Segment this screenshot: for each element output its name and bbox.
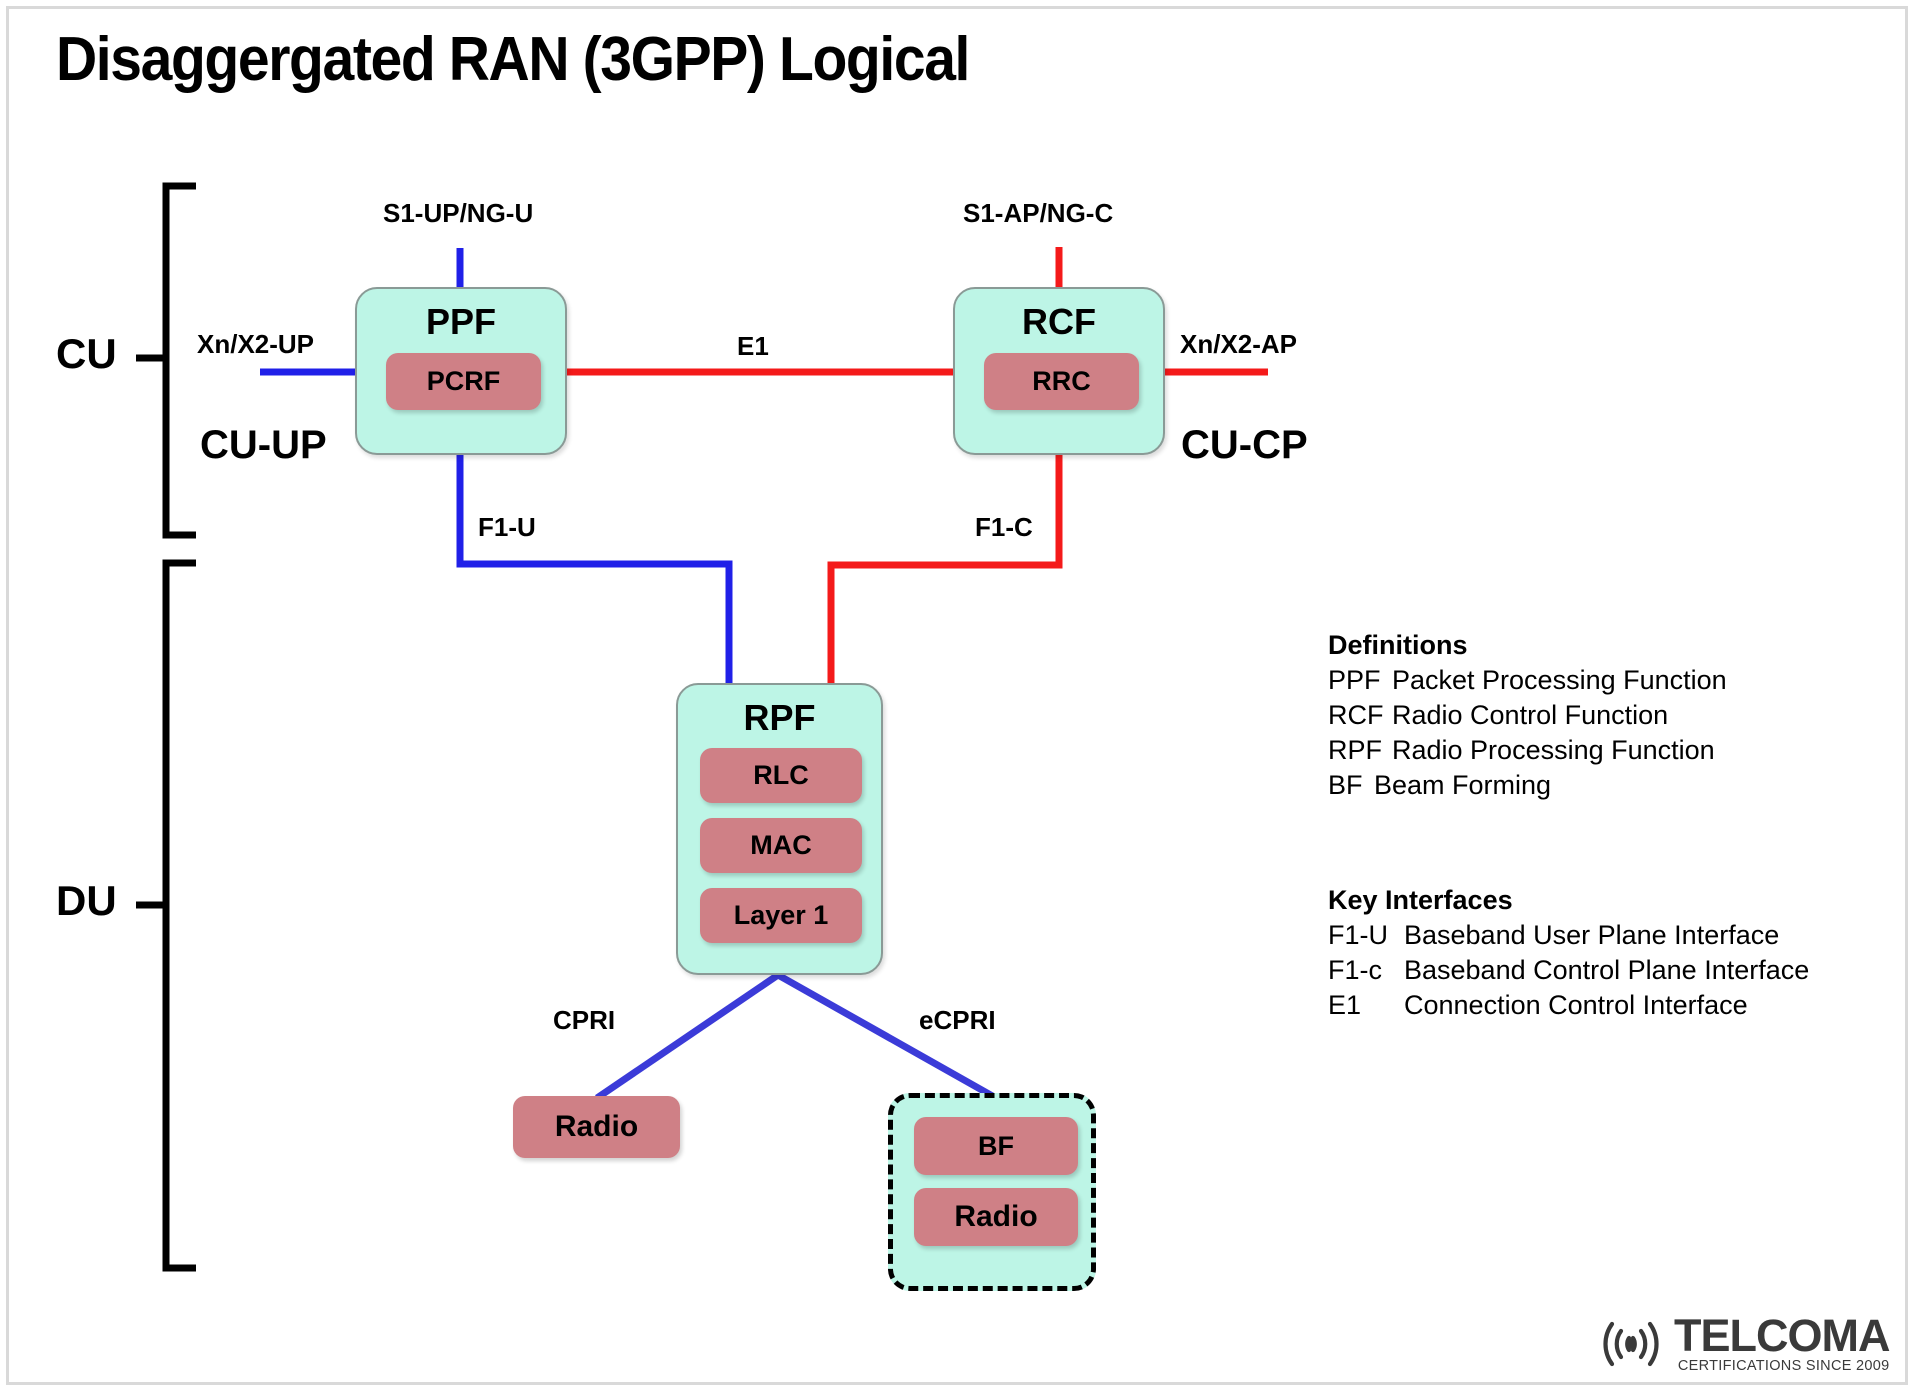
- link-ecpri: [776, 971, 998, 1102]
- legend-row: BF Beam Forming: [1328, 768, 1727, 803]
- label-f1-c: F1-C: [975, 512, 1033, 542]
- legend-def: Radio Control Function: [1392, 700, 1669, 730]
- label-f1-u: F1-U: [478, 512, 536, 542]
- signal-dot-icon: [1626, 1339, 1636, 1349]
- node-ppf[interactable]: PPF PCRF: [355, 287, 567, 455]
- node-rpf[interactable]: RPF RLC MAC Layer 1: [676, 683, 883, 975]
- legend-row: F1-c Baseband Control Plane Interface: [1328, 953, 1809, 988]
- legend-def: Packet Processing Function: [1392, 665, 1727, 695]
- node-ru-sub-radio[interactable]: Radio: [914, 1188, 1078, 1246]
- node-rpf-sub-mac[interactable]: MAC: [700, 818, 862, 873]
- wireless-signal-icon: [1603, 1321, 1659, 1367]
- link-f1-c: [827, 455, 1063, 684]
- node-rpf-title: RPF: [743, 697, 816, 738]
- legend-key: E1: [1328, 990, 1362, 1020]
- legend-row: PPF Packet Processing Function: [1328, 663, 1727, 698]
- label-xn-x2-up: Xn/X2-UP: [197, 329, 315, 359]
- link-cpri: [595, 972, 780, 1101]
- legend-key: BF: [1328, 770, 1363, 800]
- legend-def: Radio Processing Function: [1392, 735, 1715, 765]
- node-rcf-sub-rrc[interactable]: RRC: [984, 353, 1139, 410]
- label-xn-x2-ap: Xn/X2-AP: [1180, 329, 1298, 359]
- page-title: Disaggergated RAN (3GPP) Logical: [56, 25, 970, 94]
- telcoma-name: TELCOMA: [1674, 1309, 1890, 1361]
- node-ru-sub-bf[interactable]: BF: [914, 1117, 1078, 1175]
- legend-def: Beam Forming: [1374, 770, 1552, 800]
- node-ppf-title: PPF: [425, 301, 496, 342]
- label-ecpri: eCPRI: [919, 1005, 996, 1035]
- label-cu-up: CU-UP: [200, 423, 327, 467]
- node-radio[interactable]: Radio: [513, 1096, 680, 1158]
- bracket-label-du: DU: [56, 877, 117, 924]
- link-f1-u: [456, 455, 733, 684]
- label-e1: E1: [737, 331, 769, 361]
- legend-row: F1-U Baseband User Plane Interface: [1328, 918, 1809, 953]
- node-ru-group[interactable]: BF Radio: [888, 1093, 1096, 1291]
- telcoma-logo: TELCOMA CERTIFICATIONS SINCE 2009: [1592, 1305, 1892, 1383]
- telcoma-wordmark: TELCOMA CERTIFICATIONS SINCE 2009: [1674, 1309, 1890, 1375]
- bracket-du: [136, 559, 196, 1272]
- legend-def: Connection Control Interface: [1404, 990, 1748, 1020]
- legend-key: PPF: [1328, 665, 1381, 695]
- node-rpf-sub-layer1[interactable]: Layer 1: [700, 888, 862, 943]
- legend-key: F1-c: [1328, 955, 1382, 985]
- label-s1-up-ng-u: S1-UP/NG-U: [383, 198, 534, 228]
- node-rcf-title: RCF: [1022, 301, 1096, 342]
- legend-key: F1-U: [1328, 920, 1388, 950]
- bracket-cu: [136, 182, 196, 539]
- legend-key: RCF: [1328, 700, 1384, 730]
- bracket-label-cu: CU: [56, 330, 117, 377]
- legend-row: E1 Connection Control Interface: [1328, 988, 1809, 1023]
- legend-key: RPF: [1328, 735, 1382, 765]
- legend-interfaces-heading: Key Interfaces: [1328, 885, 1513, 915]
- legend-row: RPF Radio Processing Function: [1328, 733, 1727, 768]
- node-rcf[interactable]: RCF RRC: [953, 287, 1165, 455]
- legend-definitions-heading: Definitions: [1328, 630, 1468, 660]
- legend-definitions: Definitions PPF Packet Processing Functi…: [1328, 630, 1727, 803]
- node-rpf-sub-rlc[interactable]: RLC: [700, 748, 862, 803]
- label-cpri: CPRI: [553, 1005, 616, 1035]
- label-cu-cp: CU-CP: [1181, 423, 1308, 467]
- telcoma-tagline: CERTIFICATIONS SINCE 2009: [1677, 1357, 1890, 1374]
- legend-row: RCF Radio Control Function: [1328, 698, 1727, 733]
- label-s1-ap-ng-c: S1-AP/NG-C: [963, 198, 1114, 228]
- legend-def: Baseband User Plane Interface: [1404, 920, 1780, 950]
- legend-def: Baseband Control Plane Interface: [1404, 955, 1810, 985]
- legend-interfaces: Key Interfaces F1-U Baseband User Plane …: [1328, 885, 1809, 1023]
- node-ppf-sub-pcrf[interactable]: PCRF: [386, 353, 541, 410]
